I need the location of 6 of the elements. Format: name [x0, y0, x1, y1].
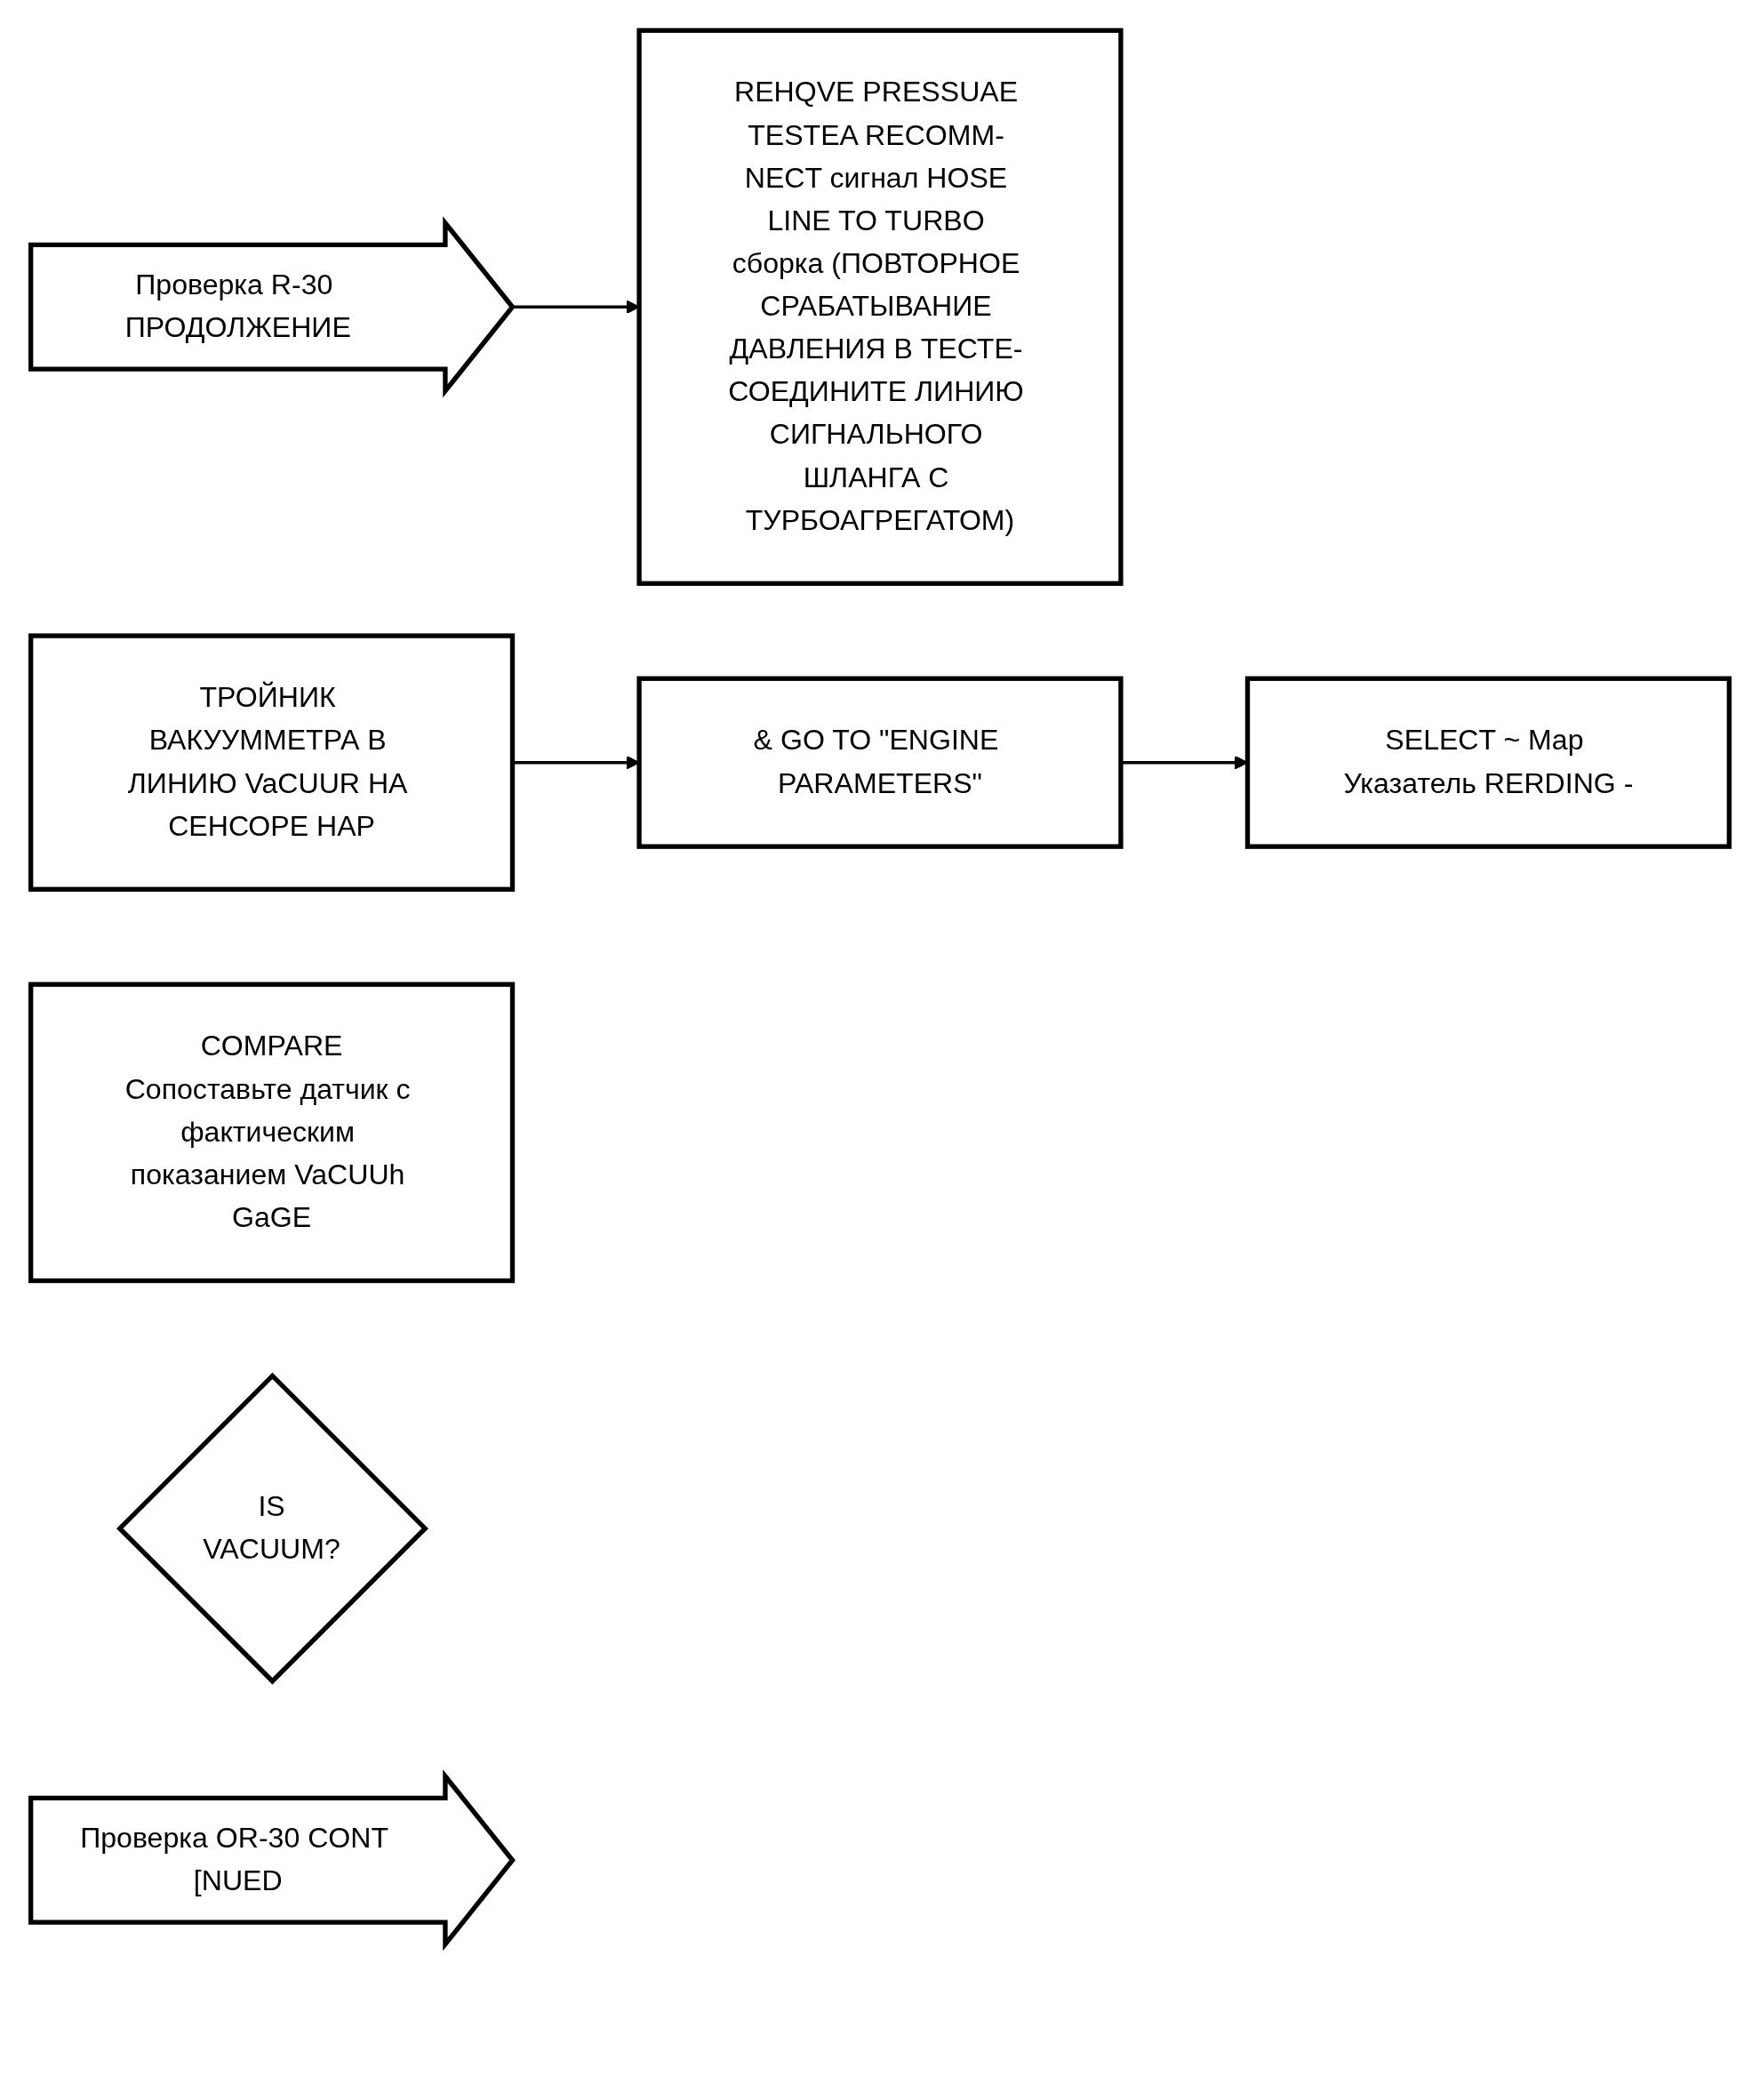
- node-box: REHQVE PRESSUAE TESTEA RECOMM- NECT сигнал HOSE LINE TO TURBO сборка (ПОВТОРНОЕ СРАБАТЫВАНИЕ ДАВЛЕНИЯ В ТЕСТЕ- СОЕДИНИТЕ ЛИНИЮ СИГНАЛЬНОГО ШЛАНГА С ТУРБОАГРЕГАТОМ): [636, 28, 1124, 586]
- node-box: COMPARE Сопоставьте датчик с фактическим показанием VaCUUh GaGE: [28, 982, 516, 1284]
- node-box: ТРОЙНИК ВАКУУММЕТРА В ЛИНИЮ VaCUUR НА СЕНСОРЕ HAP: [28, 633, 516, 892]
- node-box: & GO TO "ENGINE PARAMETERS": [636, 676, 1124, 849]
- node-diamond: IS VACUUM?: [116, 1372, 428, 1685]
- node-box: SELECT ~ Map Указатель RERDING -: [1244, 676, 1732, 849]
